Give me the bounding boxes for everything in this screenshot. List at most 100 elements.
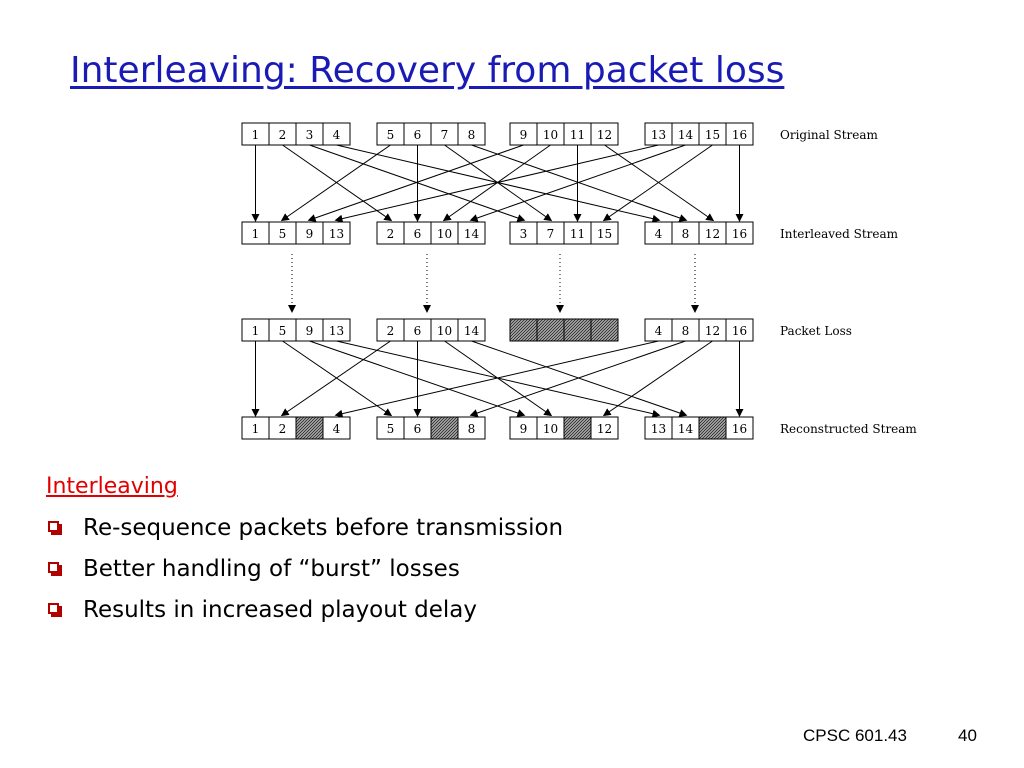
- packet-number: 12: [705, 324, 720, 338]
- packet-number: 16: [732, 227, 747, 241]
- interleave-arrow: [469, 144, 686, 222]
- bullet-text: Results in increased playout delay: [83, 597, 478, 623]
- interleave-arrow: [334, 144, 659, 223]
- packet-number: 4: [333, 422, 341, 436]
- transmission-arrowhead: [423, 305, 431, 313]
- page-number: 40: [958, 726, 977, 745]
- packet-number: 8: [468, 422, 476, 436]
- square-bullet-icon: [48, 562, 62, 576]
- packet-number: 16: [732, 422, 747, 436]
- packet-cell: [725, 221, 754, 245]
- lost-packet-cell: [698, 416, 727, 440]
- packet-number: 6: [414, 324, 422, 338]
- packet-number: 6: [414, 422, 422, 436]
- packet-number: 5: [387, 422, 395, 436]
- reconstruct-arrow: [280, 340, 391, 417]
- packet-cell: [322, 318, 351, 342]
- packet-cell: [457, 122, 486, 146]
- packet-number: 4: [333, 128, 341, 142]
- interleave-arrow: [307, 144, 524, 222]
- packet-number: 12: [597, 422, 612, 436]
- square-bullet-icon: [48, 521, 62, 535]
- packet-number: 2: [279, 422, 287, 436]
- packet-number: 12: [597, 128, 612, 142]
- lost-packet-cell: [536, 318, 565, 342]
- packet-number: 13: [329, 324, 344, 338]
- stream-label: Reconstructed Stream: [780, 422, 917, 436]
- interleave-arrow: [602, 144, 713, 222]
- packet-number: 8: [682, 324, 690, 338]
- lost-packet-cell: [295, 416, 324, 440]
- packet-number: 5: [279, 324, 287, 338]
- packet-number: 14: [678, 422, 694, 436]
- interleaving-heading: Interleaving: [46, 474, 178, 499]
- packet-number: 14: [464, 227, 480, 241]
- stream-label: Packet Loss: [780, 324, 852, 338]
- packet-number: 2: [387, 324, 395, 338]
- packet-cell: [590, 221, 619, 245]
- packet-number: 15: [597, 227, 612, 241]
- stream-label: Original Stream: [780, 128, 879, 142]
- packet-number: 9: [520, 422, 528, 436]
- packet-number: 11: [570, 128, 585, 142]
- bullet-item: Re-sequence packets before transmission: [46, 512, 563, 553]
- packet-number: 7: [547, 227, 555, 241]
- packet-number: 9: [520, 128, 528, 142]
- packet-number: 16: [732, 324, 747, 338]
- packet-number: 4: [655, 227, 663, 241]
- packet-number: 5: [279, 227, 287, 241]
- packet-cell: [725, 318, 754, 342]
- bullet-text: Re-sequence packets before transmission: [83, 515, 564, 541]
- footer-course: CPSC 601.43: [803, 726, 907, 745]
- packet-cell: [322, 122, 351, 146]
- square-bullet-icon: [48, 603, 62, 617]
- slide-title: Interleaving: Recovery from packet loss: [70, 50, 785, 91]
- transmission-arrowhead: [288, 305, 296, 313]
- packet-number: 6: [414, 227, 422, 241]
- reconstruct-arrow: [602, 340, 713, 417]
- packet-cell: [725, 122, 754, 146]
- packet-number: 11: [570, 227, 585, 241]
- transmission-arrowhead: [556, 305, 564, 313]
- packet-number: 3: [520, 227, 528, 241]
- packet-number: 1: [252, 227, 260, 241]
- packet-cell: [322, 221, 351, 245]
- packet-cell: [590, 416, 619, 440]
- packet-number: 5: [387, 128, 395, 142]
- bullet-item: Results in increased playout delay: [46, 594, 563, 635]
- packet-cell: [457, 221, 486, 245]
- stream-label: Interleaved Stream: [780, 227, 899, 241]
- packet-number: 10: [437, 227, 452, 241]
- lost-packet-cell: [590, 318, 619, 342]
- reconstruct-arrow: [334, 340, 659, 418]
- lost-packet-cell: [563, 318, 592, 342]
- packet-cell: [457, 318, 486, 342]
- lost-packet-cell: [563, 416, 592, 440]
- packet-number: 10: [543, 422, 558, 436]
- bullet-list: Re-sequence packets before transmission …: [46, 512, 563, 635]
- packet-cell: [590, 122, 619, 146]
- packet-number: 9: [306, 324, 314, 338]
- packet-number: 1: [252, 422, 260, 436]
- packet-number: 12: [705, 227, 720, 241]
- reconstruct-arrow: [309, 340, 526, 417]
- transmission-arrowhead: [691, 305, 699, 313]
- packet-number: 7: [441, 128, 449, 142]
- lost-packet-cell: [430, 416, 459, 440]
- packet-number: 13: [329, 227, 344, 241]
- packet-number: 13: [651, 128, 666, 142]
- reconstruct-arrow: [469, 340, 686, 417]
- packet-number: 14: [464, 324, 480, 338]
- packet-number: 9: [306, 227, 314, 241]
- packet-number: 2: [387, 227, 395, 241]
- packet-cell: [322, 416, 351, 440]
- packet-number: 1: [252, 128, 260, 142]
- packet-number: 15: [705, 128, 720, 142]
- interleave-arrow: [280, 144, 391, 222]
- lost-packet-cell: [509, 318, 538, 342]
- packet-number: 14: [678, 128, 694, 142]
- packet-number: 16: [732, 128, 747, 142]
- bullet-text: Better handling of “burst” losses: [83, 556, 460, 582]
- packet-cell: [457, 416, 486, 440]
- packet-number: 3: [306, 128, 314, 142]
